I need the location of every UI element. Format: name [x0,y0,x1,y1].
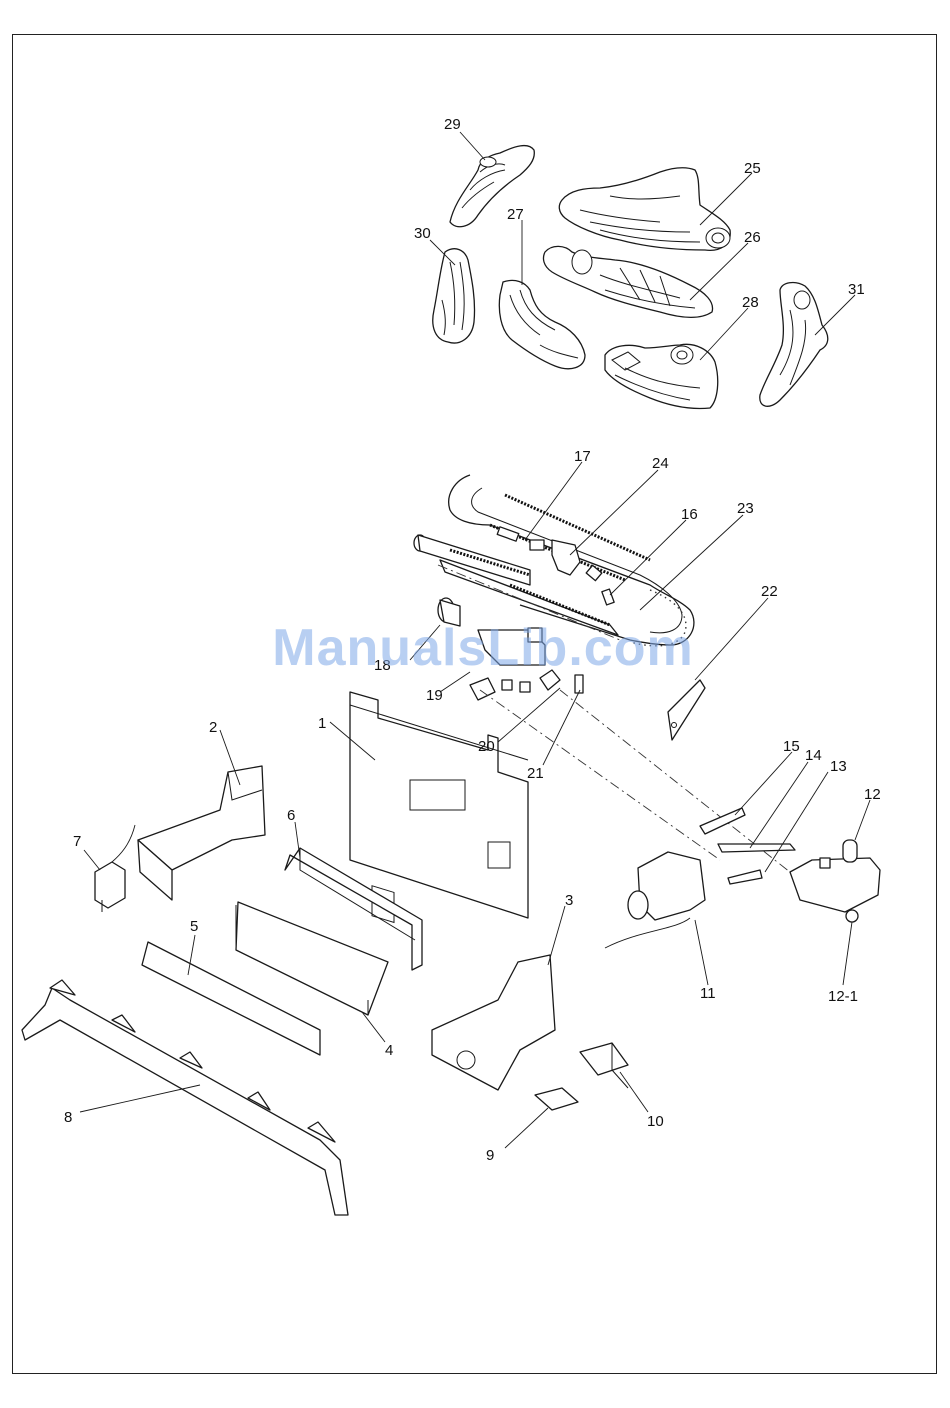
label-18: 18 [374,657,391,674]
label-5: 5 [190,918,198,935]
back-panel-1 [350,692,528,922]
fitting-12-1 [846,910,858,922]
log-30 [433,249,475,343]
label-30: 30 [414,225,431,242]
fitting-21 [575,675,583,693]
air-shutter-18 [438,598,460,626]
label-15: 15 [783,738,800,755]
label-21: 21 [527,765,544,782]
log-31 [760,283,828,407]
label-31: 31 [848,281,865,298]
label-1: 1 [318,715,326,732]
part-number-labels: 29 25 26 27 30 28 31 17 24 16 23 22 18 1… [64,116,881,1164]
label-23: 23 [737,500,754,517]
label-6: 6 [287,807,295,824]
burner-valve-body-19 [470,628,545,700]
log-27 [499,280,585,368]
side-bracket-3 [432,955,555,1090]
plate-9 [535,1088,578,1110]
label-13: 13 [830,758,847,775]
log-25 [559,168,730,251]
label-4: 4 [385,1042,393,1059]
leader-lines [80,132,870,1148]
label-17: 17 [574,448,591,465]
igniter-7 [95,825,135,912]
label-10: 10 [647,1113,664,1130]
plate-10 [580,1043,628,1088]
label-22: 22 [761,583,778,600]
label-27: 27 [507,206,524,223]
label-12: 12 [864,786,881,803]
tubes-13-14-15 [700,808,795,884]
fitting-20 [540,670,560,690]
label-28: 28 [742,294,759,311]
label-9: 9 [486,1147,494,1164]
label-8: 8 [64,1109,72,1126]
gas-valve-11 [605,852,705,948]
label-11: 11 [700,985,716,1002]
label-3: 3 [565,892,573,909]
label-24: 24 [652,455,669,472]
label-2: 2 [209,719,217,736]
label-16: 16 [681,506,698,523]
bracket-22 [668,680,705,740]
label-7: 7 [73,833,81,850]
label-14: 14 [805,747,822,764]
valve-12 [790,840,880,912]
label-20: 20 [478,738,495,755]
label-26: 26 [744,229,761,246]
label-25: 25 [744,160,761,177]
grate-8 [22,980,348,1215]
log-26 [543,246,712,317]
log-28 [605,344,718,408]
label-19: 19 [426,687,443,704]
side-bracket-2 [138,766,265,900]
label-12-1: 12-1 [828,988,858,1005]
label-29: 29 [444,116,461,133]
